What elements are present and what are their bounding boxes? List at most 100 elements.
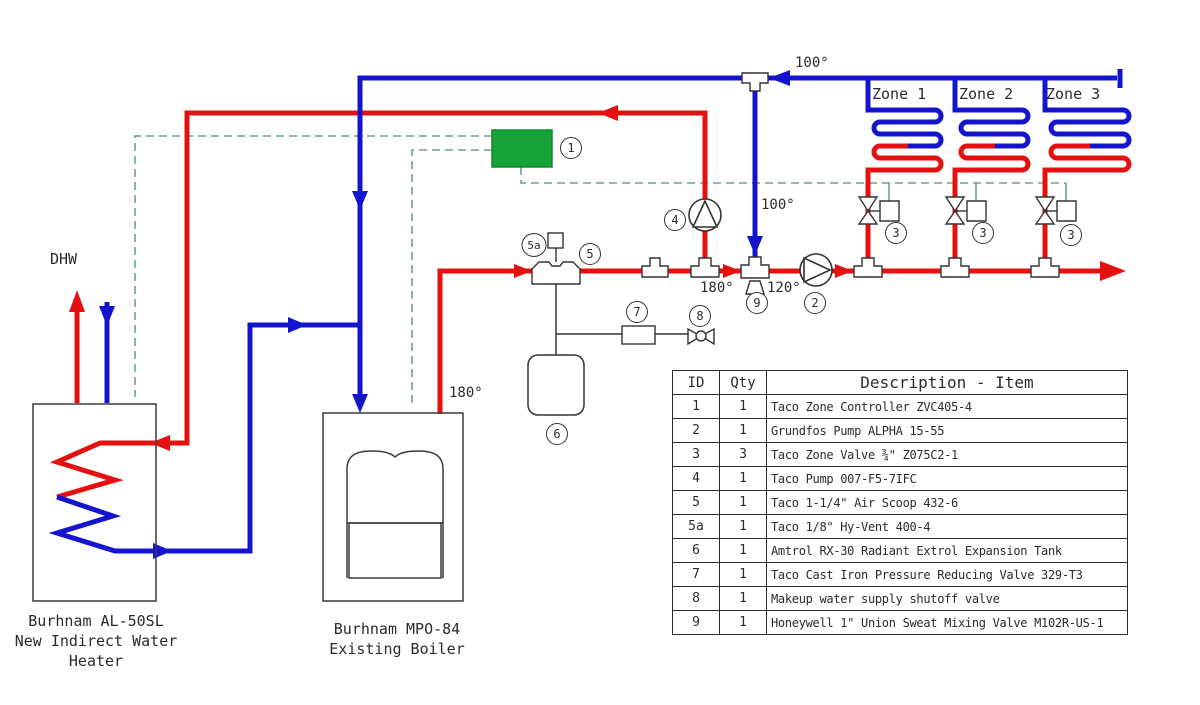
tank-coil-return <box>48 322 360 554</box>
wire-to-zone-valves <box>520 167 1066 184</box>
zone-valve-icon <box>1034 209 1056 225</box>
callout-2: 2 <box>804 292 826 314</box>
tee-fittings <box>641 72 1060 278</box>
boiler-label: Burhnam MPO-84 Existing Boiler <box>329 620 465 658</box>
zone-label: Zone 1 <box>872 85 927 103</box>
temperature-label: 120° <box>767 280 801 296</box>
hy-vent-icon <box>547 232 564 262</box>
boiler-supply-main <box>437 268 1112 414</box>
zone-valve-icon <box>857 209 879 225</box>
control-wiring <box>134 135 1066 403</box>
callout-5: 5 <box>579 243 601 265</box>
zone-valve-icon <box>1034 196 1056 213</box>
zone-valve-icon <box>944 209 966 225</box>
wire-to-boiler <box>411 149 492 403</box>
boiler-outline <box>322 412 464 602</box>
table-cell: 1 <box>719 538 767 563</box>
table-cell: 1 <box>719 418 767 443</box>
callout-5a: 5a <box>521 233 547 257</box>
table-cell: Taco Cast Iron Pressure Reducing Valve 3… <box>766 562 1128 587</box>
table-cell: 5 <box>672 490 720 515</box>
makeup-water-line <box>555 284 690 356</box>
table-cell: 7 <box>672 562 720 587</box>
table-cell: 8 <box>672 586 720 611</box>
table-cell: 3 <box>672 442 720 467</box>
table-cell: Taco Pump 007-F5-7IFC <box>766 466 1128 491</box>
tee-icon <box>940 257 970 278</box>
wire-to-water-heater <box>134 135 492 397</box>
zone-label: Zone 3 <box>1046 85 1101 103</box>
zone-2-coil-return <box>952 80 1031 149</box>
table-cell: Makeup water supply shutoff valve <box>766 586 1128 611</box>
table-cell: Honeywell 1" Union Sweat Mixing Valve M1… <box>766 610 1128 635</box>
water-heater-outline <box>32 403 157 602</box>
callout-3: 3 <box>885 222 907 244</box>
tee-icon <box>1030 257 1060 278</box>
zone-valve-actuator <box>1056 200 1077 222</box>
table-cell: 1 <box>672 394 720 419</box>
table-cell: Taco Zone Valve ¾" Z075C2-1 <box>766 442 1128 467</box>
air-scoop-icon <box>531 261 581 285</box>
mixing-valve-icon <box>740 256 770 295</box>
return-flow-arrows <box>99 70 790 559</box>
zone-1-coil-supply <box>865 143 944 271</box>
table-cell: 1 <box>719 514 767 539</box>
table-cell: 4 <box>672 466 720 491</box>
hot-flow-arrows <box>69 105 1126 451</box>
water-heater-label: Burhnam AL-50SL New Indirect Water Heate… <box>14 612 178 670</box>
parts-table-header: ID Qty Description - Item <box>672 370 1128 395</box>
tee-icon <box>690 257 720 278</box>
callout-9: 9 <box>746 292 768 314</box>
callout-7: 7 <box>626 301 648 323</box>
zone-controller-icon <box>491 129 553 168</box>
table-cell: 1 <box>719 394 767 419</box>
callout-6: 6 <box>546 423 568 445</box>
table-cell: 5a <box>672 514 720 539</box>
zone-valve-actuator <box>966 200 987 222</box>
dhw-loop-supply <box>49 110 708 500</box>
zone-2-coil-supply <box>952 143 1031 271</box>
table-cell: 1 <box>719 610 767 635</box>
return-piping <box>48 69 1132 554</box>
dhw-label: DHW <box>50 250 78 268</box>
callout-8: 8 <box>689 305 711 327</box>
table-cell: Taco Zone Controller ZVC405-4 <box>766 394 1128 419</box>
zone-3-coil-return <box>1042 80 1132 149</box>
pressure-reducing-valve-icon <box>621 325 656 345</box>
table-cell: 1 <box>719 466 767 491</box>
temperature-label: 100° <box>761 197 795 213</box>
callout-3: 3 <box>972 222 994 244</box>
tee-icon <box>641 257 669 278</box>
zone-1-coil-return <box>865 80 944 149</box>
temperature-label: 100° <box>795 55 829 71</box>
zone-valve-wire-drops <box>888 183 1067 201</box>
tee-icon-down <box>741 72 769 92</box>
col-qty: Qty <box>719 370 767 395</box>
table-cell: Taco 1-1/4" Air Scoop 432-6 <box>766 490 1128 515</box>
shutoff-valve-icon <box>687 327 715 346</box>
zone-valve-actuator <box>879 200 900 222</box>
zone-valve-icon <box>944 196 966 213</box>
col-description: Description - Item <box>766 370 1128 395</box>
table-cell: 2 <box>672 418 720 443</box>
table-cell: 3 <box>719 442 767 467</box>
table-cell: 1 <box>719 586 767 611</box>
table-cell: 1 <box>719 490 767 515</box>
expansion-tank-icon <box>527 354 585 416</box>
table-cell: Grundfos Pump ALPHA 15-55 <box>766 418 1128 443</box>
table-cell: 1 <box>719 562 767 587</box>
table-cell: Amtrol RX-30 Radiant Extrol Expansion Ta… <box>766 538 1128 563</box>
hot-supply-piping <box>49 110 1132 500</box>
return-main-and-boiler-drop <box>357 75 1117 405</box>
pump-2-icon <box>799 253 833 287</box>
